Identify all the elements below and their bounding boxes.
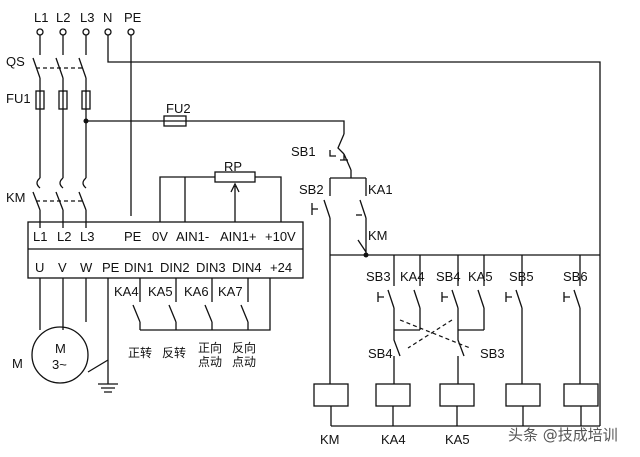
inv-bot-din3: DIN3 — [196, 260, 226, 275]
inv-top-ain1-plus: AIN1+ — [220, 229, 257, 244]
inv-top-0v: 0V — [152, 229, 168, 244]
coil-km: KM — [320, 432, 340, 447]
label-ka4: KA4 — [400, 269, 425, 284]
label-qs: QS — [6, 54, 25, 69]
label-sb3: SB3 — [366, 269, 391, 284]
label-l1: L1 — [34, 10, 48, 25]
inv-bot-pe: PE — [102, 260, 120, 275]
func-reverse: 反转 — [162, 345, 186, 360]
inv-bot-w: W — [80, 260, 93, 275]
supply-terminals — [36, 28, 135, 36]
label-fu2: FU2 — [166, 101, 191, 116]
din-relay-contacts — [132, 278, 271, 331]
inv-bot-24: +24 — [270, 260, 292, 275]
label-km: KM — [6, 190, 26, 205]
func-fwd-jog-2: 点动 — [198, 355, 222, 369]
label-ka5: KA5 — [468, 269, 493, 284]
motor-symbol: M — [55, 341, 66, 356]
func-rev-jog-2: 点动 — [232, 355, 256, 369]
inv-top-ain1-minus: AIN1- — [176, 229, 209, 244]
relay-coils — [313, 383, 601, 427]
label-sb6: SB6 — [563, 269, 588, 284]
neutral-line — [107, 35, 601, 393]
inv-bot-din4: DIN4 — [232, 260, 262, 275]
inv-bot-din1: DIN1 — [124, 260, 154, 275]
fu1-fuses — [35, 90, 91, 110]
contact-ka5: KA5 — [148, 284, 173, 299]
label-pe: PE — [124, 10, 142, 25]
contact-ka7: KA7 — [218, 284, 243, 299]
km-main-contacts — [32, 177, 87, 228]
inv-top-l1: L1 — [33, 229, 47, 244]
label-sb4: SB4 — [436, 269, 461, 284]
label-sb4-lower: SB4 — [368, 346, 393, 361]
label-n: N — [103, 10, 112, 25]
label-sb3-lower: SB3 — [480, 346, 505, 361]
inverter-box — [27, 221, 304, 279]
func-rev-jog-1: 反向 — [232, 340, 256, 355]
inv-top-10v: +10V — [265, 229, 296, 244]
label-km-contact: KM — [368, 228, 388, 243]
rp-potentiometer — [159, 171, 282, 222]
inv-bot-v: V — [58, 260, 67, 275]
motor-phase: 3~ — [52, 357, 67, 372]
contact-ka6: KA6 — [184, 284, 209, 299]
label-sb5: SB5 — [509, 269, 534, 284]
label-motor: M — [12, 356, 23, 371]
inverter-top-terminals: L1 L2 L3 PE 0V AIN1- AIN1+ +10V — [33, 229, 296, 244]
inv-top-l2: L2 — [57, 229, 71, 244]
sb2-start-and-ka1 — [311, 177, 600, 256]
inv-top-pe: PE — [124, 229, 142, 244]
label-sb1: SB1 — [291, 144, 316, 159]
sb1-stop-button — [329, 133, 352, 178]
label-sb2: SB2 — [299, 182, 324, 197]
coil-ka5: KA5 — [445, 432, 470, 447]
label-l3: L3 — [80, 10, 94, 25]
label-ka1: KA1 — [368, 182, 393, 197]
contact-ka4: KA4 — [114, 284, 139, 299]
func-fwd-jog-1: 正向 — [198, 340, 222, 355]
watermark: 头条 @技成培训 — [508, 426, 618, 444]
motor — [31, 278, 118, 393]
qs-switch — [32, 35, 87, 92]
inv-top-l3: L3 — [80, 229, 94, 244]
control-branches — [329, 255, 581, 384]
label-rp: RP — [224, 159, 242, 174]
func-forward: 正转 — [128, 345, 152, 360]
label-fu1: FU1 — [6, 91, 31, 106]
start-buttons — [377, 268, 581, 384]
inv-bot-din2: DIN2 — [160, 260, 190, 275]
inverter-bottom-terminals: U V W PE DIN1 DIN2 DIN3 DIN4 +24 — [35, 260, 292, 275]
inv-bot-u: U — [35, 260, 44, 275]
label-l2: L2 — [56, 10, 70, 25]
coil-ka4: KA4 — [381, 432, 406, 447]
fu2-fuse — [86, 115, 345, 134]
